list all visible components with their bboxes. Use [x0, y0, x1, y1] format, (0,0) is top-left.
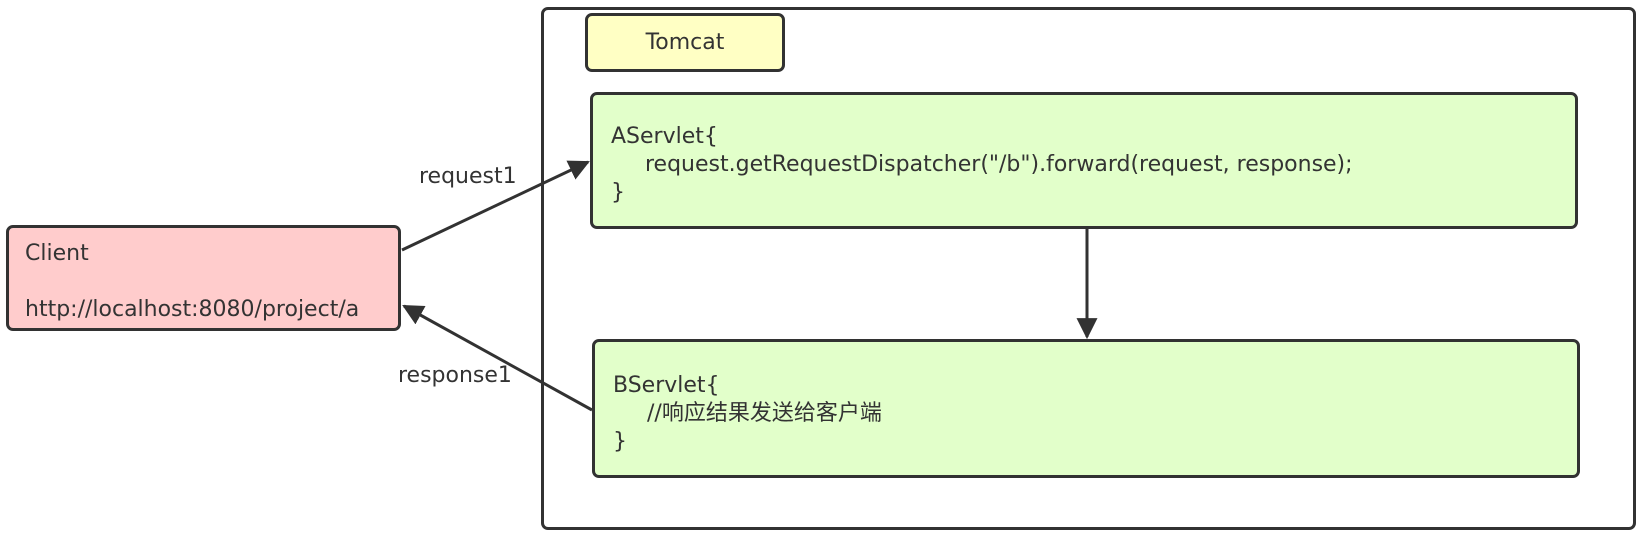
aservlet-line-3: }	[611, 180, 625, 205]
client-title: Client	[25, 241, 89, 266]
bservlet-line-2: //响应结果发送给客户端	[647, 401, 882, 426]
bservlet-line-3: }	[613, 429, 627, 454]
response-label: response1	[398, 363, 512, 388]
tomcat-label: Tomcat	[645, 30, 725, 55]
request-label: request1	[419, 164, 517, 189]
tomcat-label-box: Tomcat	[585, 13, 785, 72]
bservlet-node: BServlet{ //响应结果发送给客户端 }	[592, 339, 1580, 478]
client-node: Client http://localhost:8080/project/a	[6, 225, 401, 331]
aservlet-line-2: request.getRequestDispatcher("/b").forwa…	[645, 152, 1353, 177]
aservlet-line-1: AServlet{	[611, 124, 718, 149]
aservlet-node: AServlet{ request.getRequestDispatcher("…	[590, 92, 1578, 229]
client-url: http://localhost:8080/project/a	[25, 297, 360, 322]
client-spacer	[25, 268, 382, 296]
bservlet-line-1: BServlet{	[613, 373, 720, 398]
